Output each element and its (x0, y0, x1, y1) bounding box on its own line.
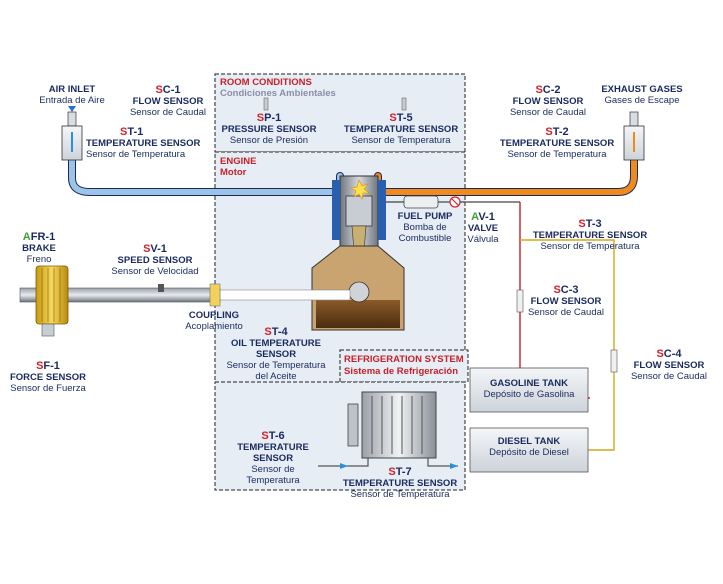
force-sensor-icon (41, 323, 55, 337)
refrigeration-subtitle: Sistema de Refrigeración (344, 366, 459, 377)
piston (345, 195, 373, 227)
speed-sensor-icon (158, 284, 164, 292)
exhaust-nozzle (629, 111, 639, 127)
room-conditions-subtitle: Condiciones Ambientales (220, 88, 336, 99)
combustion-spark-icon (350, 179, 370, 200)
room-conditions-title: ROOM CONDITIONS (220, 77, 312, 88)
oil-sump (316, 300, 400, 328)
air-inlet-arrow-icon (68, 106, 76, 112)
room-conditions-panel (214, 73, 466, 153)
radiator (361, 391, 437, 459)
room-temperature-sensor-icon (401, 97, 407, 111)
radiator-fan-icon (347, 403, 359, 447)
exhaust-pipe (375, 157, 637, 195)
diesel-tank (469, 427, 589, 473)
diesel-flow-meter (610, 349, 618, 373)
coolant-inlet-line (318, 458, 369, 467)
gasoline-flow-meter (516, 289, 524, 313)
refrigeration-label-panel (339, 349, 469, 383)
coupling-icon (209, 283, 221, 307)
air-inlet-nozzle (67, 111, 77, 127)
fuel-pump-icon (403, 195, 439, 209)
diesel-line (520, 239, 615, 451)
cylinder-water-jacket-right (378, 180, 386, 240)
refrigeration-title: REFRIGERATION SYSTEM (344, 354, 464, 365)
coolant-outlet-line (427, 458, 458, 467)
gasoline-tank (469, 367, 589, 413)
crankshaft (348, 281, 370, 303)
air-intake-pipe (69, 157, 343, 195)
brake-icon (35, 265, 69, 325)
pressure-sensor-icon (263, 97, 269, 111)
engine-title: ENGINE (220, 156, 257, 167)
cylinder-water-jacket-left (332, 180, 340, 240)
engine-subtitle: Motor (220, 167, 247, 178)
engine-shaft (219, 289, 351, 301)
